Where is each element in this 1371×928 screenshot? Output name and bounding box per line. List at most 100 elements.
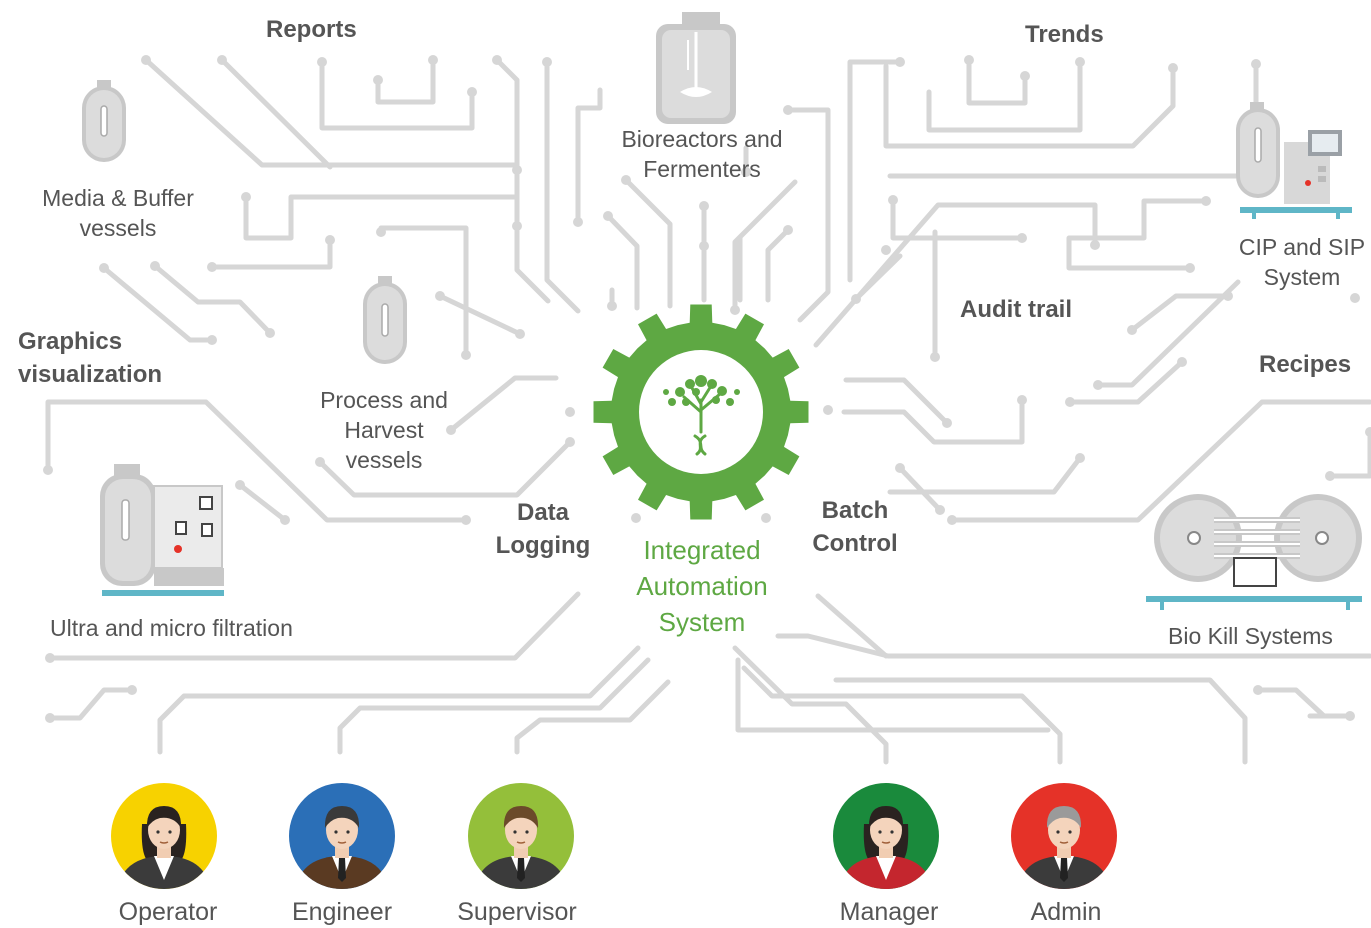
circuit-node <box>373 75 383 85</box>
cip-sip-line-1: CIP and SIP <box>1238 234 1366 260</box>
process-harvest-line-2: Harvest <box>344 417 424 443</box>
trends-label: Trends <box>1025 21 1104 48</box>
circuit-trace <box>775 633 1371 659</box>
circuit-node <box>823 405 833 415</box>
bio-kill-label: Bio Kill Systems <box>1168 623 1333 649</box>
circuit-trace <box>514 679 671 755</box>
avatar-manager <box>833 783 939 889</box>
circuit-trace <box>841 397 1025 445</box>
circuit-node <box>895 57 905 67</box>
circuit-node <box>428 55 438 65</box>
process-harvest-line-3: vessels <box>345 447 423 473</box>
circuit-trace <box>157 645 641 755</box>
circuit-node <box>45 653 55 663</box>
circuit-node <box>512 165 522 175</box>
circuit-node <box>1090 240 1100 250</box>
circuit-node <box>467 87 477 97</box>
batch-control-label: Batch Control <box>806 494 904 560</box>
circuit-trace <box>926 59 1083 133</box>
circuit-node <box>1093 380 1103 390</box>
circuit-trace <box>575 87 603 225</box>
circuit-trace <box>887 61 1259 179</box>
circuit-trace <box>375 57 436 105</box>
circuit-node <box>265 328 275 338</box>
circuit-node <box>1350 293 1360 303</box>
circuit-node <box>325 235 335 245</box>
circuit-node <box>1168 63 1178 73</box>
circuit-node <box>542 57 552 67</box>
circuit-node <box>1345 711 1355 721</box>
tree-logo-icon <box>682 384 722 456</box>
circuit-node <box>1075 57 1085 67</box>
circuit-node <box>512 221 522 231</box>
circuit-trace <box>1095 279 1241 388</box>
circuit-node <box>461 515 471 525</box>
avatar-supervisor <box>468 783 574 889</box>
circuit-node <box>1017 233 1027 243</box>
circuit-node <box>217 55 227 65</box>
circuit-trace <box>237 482 288 523</box>
circuit-node <box>851 294 861 304</box>
circuit-trace <box>337 657 651 755</box>
circuit-node <box>446 425 456 435</box>
circuit-node <box>1223 291 1233 301</box>
circuit-node <box>141 55 151 65</box>
circuit-node <box>150 261 160 271</box>
bioreactors-line-2: Fermenters <box>643 156 761 182</box>
circuit-trace <box>623 177 673 309</box>
circuit-node <box>730 305 740 315</box>
circuit-node <box>45 713 55 723</box>
user-label-manager: Manager <box>839 898 939 926</box>
circuit-trace <box>47 591 581 661</box>
circuit-trace <box>243 194 551 304</box>
graphics-line-1: Graphics <box>18 328 123 355</box>
process-harvest-vessel-icon <box>363 276 407 364</box>
circuit-node <box>621 175 631 185</box>
circuit-node <box>964 55 974 65</box>
user-label-supervisor: Supervisor <box>457 898 577 926</box>
circuit-trace <box>785 107 831 323</box>
data-logging-line-1: Data <box>516 499 570 526</box>
circuit-node <box>573 217 583 227</box>
batch-control-line-1: Batch <box>821 497 889 524</box>
circuit-trace <box>897 465 943 513</box>
circuit-node <box>99 263 109 273</box>
process-harvest-label: Process and Harvest vessels <box>304 385 464 475</box>
recipes-label: Recipes <box>1259 351 1352 378</box>
center-title: Integrated Automation System <box>602 532 802 640</box>
circuit-trace <box>1327 429 1371 479</box>
circuit-node <box>881 245 891 255</box>
circuit-node <box>1020 71 1030 81</box>
circuit-node <box>235 480 245 490</box>
circuit-node <box>1201 196 1211 206</box>
bioreactors-line-1: Bioreactors and <box>621 126 783 152</box>
user-label-operator: Operator <box>118 898 218 926</box>
circuit-trace <box>152 263 273 336</box>
circuit-trace <box>437 293 523 337</box>
circuit-node <box>207 262 217 272</box>
circuit-node <box>280 515 290 525</box>
circuit-node <box>127 685 137 695</box>
circuit-node <box>207 335 217 345</box>
circuit-trace <box>815 593 889 659</box>
circuit-trace <box>47 687 135 721</box>
media-buffer-line-1: Media & Buffer <box>42 185 194 211</box>
cip-sip-label: CIP and SIP System <box>1228 232 1371 292</box>
circuit-node <box>699 241 709 251</box>
circuit-node <box>1177 357 1187 367</box>
circuit-node <box>699 201 709 211</box>
user-label-engineer: Engineer <box>291 898 393 926</box>
circuit-node <box>1017 395 1027 405</box>
avatar-admin <box>1011 783 1117 889</box>
circuit-node <box>1251 59 1261 69</box>
graphics-visualization-label: Graphics visualization <box>18 325 162 391</box>
circuit-trace <box>319 59 475 131</box>
circuit-trace <box>949 399 1371 523</box>
circuit-node <box>376 227 386 237</box>
circuit-node <box>942 418 952 428</box>
audit-trail-label: Audit trail <box>960 296 1072 323</box>
circuit-node <box>783 225 793 235</box>
circuit-node <box>947 515 957 525</box>
